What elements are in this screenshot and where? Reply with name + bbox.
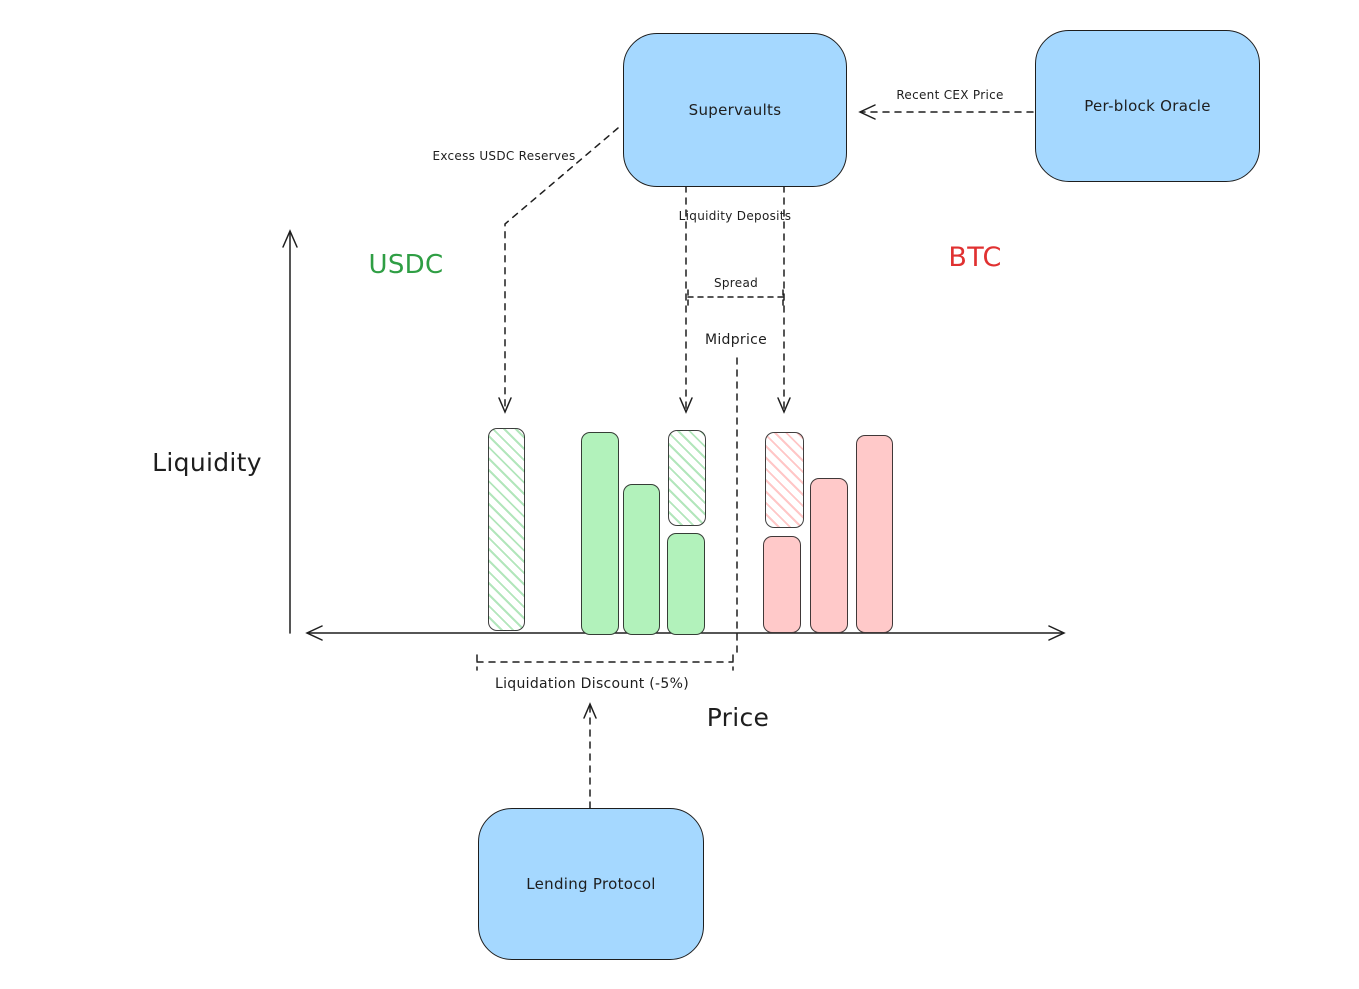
btc-label: BTC [948,242,1002,273]
liquidation-discount-bracket [476,654,734,671]
spread-bracket [687,289,784,306]
per-block-oracle-label: Per-block Oracle [1084,97,1211,115]
liquidation-discount-label: Liquidation Discount (-5%) [495,676,689,692]
liquidity-bar-usdc-hatched-top [668,430,706,526]
supervaults-label: Supervaults [688,101,782,119]
liquidity-bar-btc-solid-bottom [763,536,801,633]
liquidity-axis-label: Liquidity [152,448,262,477]
liquidity-bar-usdc-solid-bottom [667,533,705,635]
excess-usdc-reserves-label: Excess USDC Reserves [432,149,576,163]
excess-usdc-reserves-arrow [498,127,619,414]
lending-protocol-arrow [583,702,597,809]
liquidity-bar-usdc-solid-mid [623,484,660,635]
price-axis-label: Price [706,703,770,732]
supervaults-node: Supervaults [623,33,847,187]
midprice-label: Midprice [704,332,768,348]
lending-protocol-label: Lending Protocol [526,875,656,893]
usdc-label: USDC [368,250,444,280]
y-axis [282,229,298,634]
recent-cex-price-label: Recent CEX Price [896,88,1004,102]
liquidity-bar-btc-solid-mid [810,478,848,633]
liquidity-bar-usdc-solid-tall [581,432,619,635]
oracle-to-supervaults-arrow [858,104,1034,120]
liquidity-bar-btc-hatched-top [765,432,804,528]
liquidity-bar-btc-solid-tall [856,435,893,633]
liquidity-bar-usdc-hatched [488,428,525,631]
liquidity-deposits-label: Liquidity Deposits [678,209,792,223]
per-block-oracle-node: Per-block Oracle [1035,30,1260,182]
lending-protocol-node: Lending Protocol [478,808,704,960]
spread-label: Spread [713,276,759,290]
